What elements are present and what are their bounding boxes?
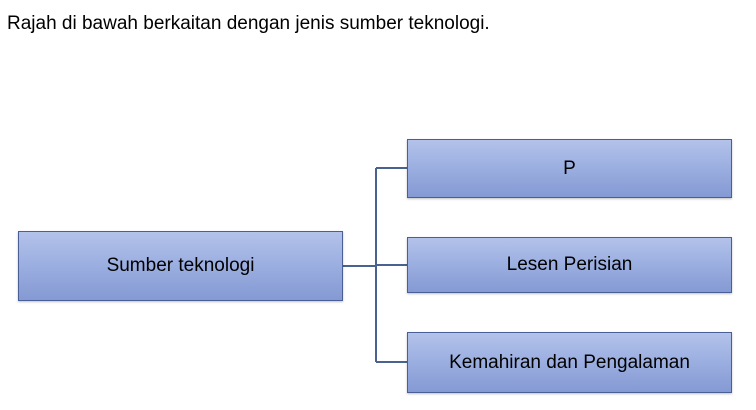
question-text: Rajah di bawah berkaitan dengan jenis su…	[7, 13, 490, 34]
child-node-lesen-perisian: Lesen Perisian	[407, 237, 732, 293]
child-node-kemahiran: Kemahiran dan Pengalaman	[407, 332, 732, 393]
root-node-label: Sumber teknologi	[106, 255, 255, 276]
child-node-label: Lesen Perisian	[506, 254, 633, 275]
root-node: Sumber teknologi	[18, 231, 343, 301]
child-node-p: P	[407, 139, 732, 198]
child-node-label: P	[563, 157, 576, 179]
child-node-label: Kemahiran dan Pengalaman	[449, 351, 690, 373]
